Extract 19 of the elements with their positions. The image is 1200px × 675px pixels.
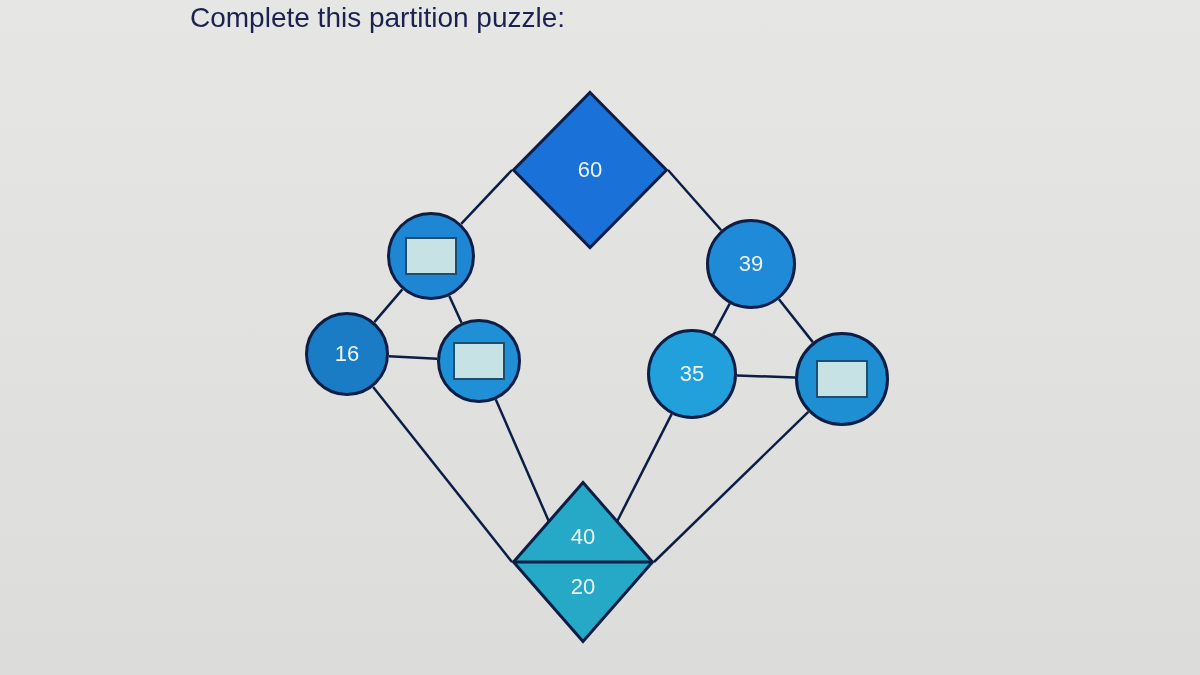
connector-line — [736, 374, 796, 379]
connector-line — [667, 169, 723, 232]
connector-line — [777, 298, 814, 343]
connector-line — [448, 295, 463, 324]
node-number: 60 — [577, 159, 603, 181]
title: Complete this partition puzzle: — [190, 2, 566, 34]
connector-line — [494, 399, 551, 522]
node-number: 39 — [738, 253, 764, 275]
connector-line — [373, 288, 404, 323]
connector-line — [615, 413, 673, 523]
connector-line — [712, 303, 731, 335]
connector-line — [460, 169, 513, 225]
node-number: 20 — [569, 576, 597, 598]
connector-line — [388, 354, 438, 361]
connector-line — [653, 410, 810, 563]
node-number: 40 — [569, 526, 597, 548]
node-number: 16 — [334, 343, 360, 365]
connector-line — [372, 386, 513, 563]
node-number: 35 — [679, 363, 705, 385]
